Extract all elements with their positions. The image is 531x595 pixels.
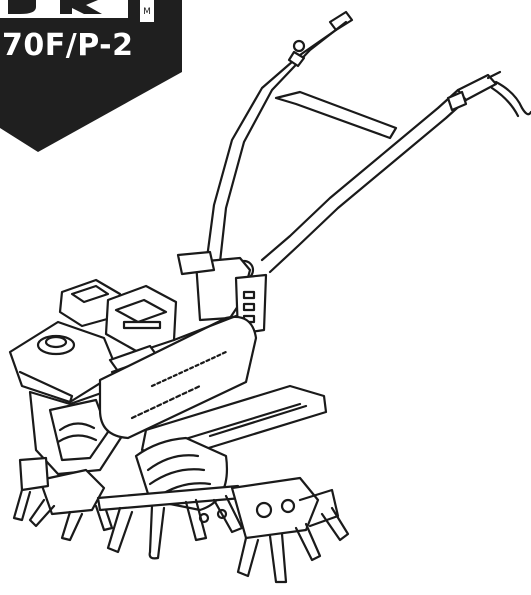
model-code: 70F/P-2 xyxy=(2,28,134,63)
trademark-mark: M xyxy=(143,7,151,17)
tines xyxy=(12,436,350,584)
gear-cover xyxy=(98,314,258,440)
brand-badge: M 70F/P-2 xyxy=(0,0,185,160)
badge-shape: M xyxy=(0,0,182,152)
handlebar xyxy=(205,10,531,274)
handle-mount xyxy=(176,250,268,336)
